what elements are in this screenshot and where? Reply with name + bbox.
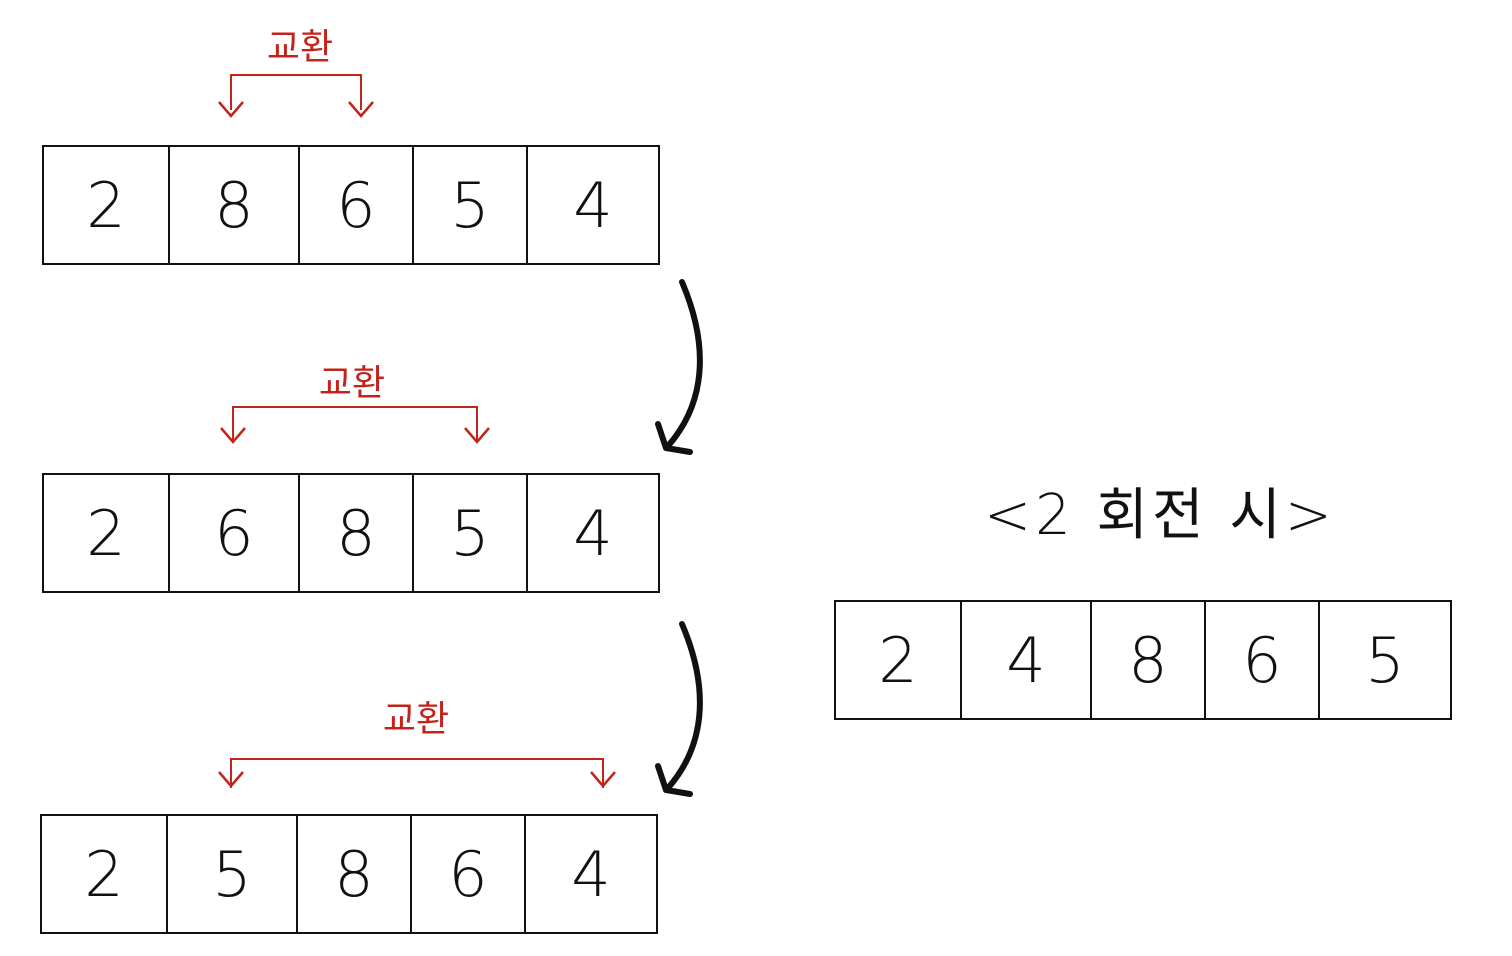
array-cell: 5: [1365, 623, 1405, 697]
swap-arrow-left-icon: [216, 92, 246, 122]
array-cell: 2: [44, 147, 170, 263]
array-cell: 8: [1092, 602, 1206, 718]
swap-label: 교환: [382, 699, 450, 740]
array-cell: 6: [170, 475, 300, 591]
array-step-2: 2 6 8 5 4: [42, 473, 660, 593]
swap-arrow-right-icon: [588, 762, 618, 792]
swap-arrow-right-icon: [346, 92, 376, 122]
array-cell: 4: [962, 602, 1092, 718]
swap-bracket: [230, 74, 362, 110]
array-cell: 8: [298, 816, 412, 932]
array-step-1: 2 8 6 5 4: [42, 145, 660, 265]
array-cell: 2: [44, 475, 170, 591]
array-cell: 2: [42, 816, 168, 932]
array-result: 2 4 8 6 5: [834, 600, 1452, 720]
swap-label: 교환: [318, 363, 386, 404]
array-step-3: 2 5 8 6 4: [40, 814, 658, 934]
array-cell: 4: [573, 168, 613, 242]
array-cell: 5: [414, 475, 528, 591]
array-cell: 5: [414, 147, 528, 263]
array-cell: 5: [168, 816, 298, 932]
result-caption: <2 회전 시>: [984, 483, 1336, 548]
array-cell: 6: [300, 147, 414, 263]
curved-down-arrow-icon: [640, 620, 720, 810]
swap-label: 교환: [266, 27, 334, 68]
array-cell: 8: [170, 147, 300, 263]
swap-arrow-left-icon: [216, 762, 246, 792]
array-cell: 4: [573, 496, 613, 570]
array-cell: 8: [300, 475, 414, 591]
swap-bracket: [232, 406, 478, 440]
swap-arrow-right-icon: [462, 418, 492, 448]
array-cell: 6: [1206, 602, 1320, 718]
curved-down-arrow-icon: [640, 278, 720, 468]
array-cell: 4: [571, 837, 611, 911]
swap-arrow-left-icon: [218, 418, 248, 448]
swap-bracket: [230, 758, 604, 788]
array-cell: 6: [412, 816, 526, 932]
array-cell: 2: [836, 602, 962, 718]
